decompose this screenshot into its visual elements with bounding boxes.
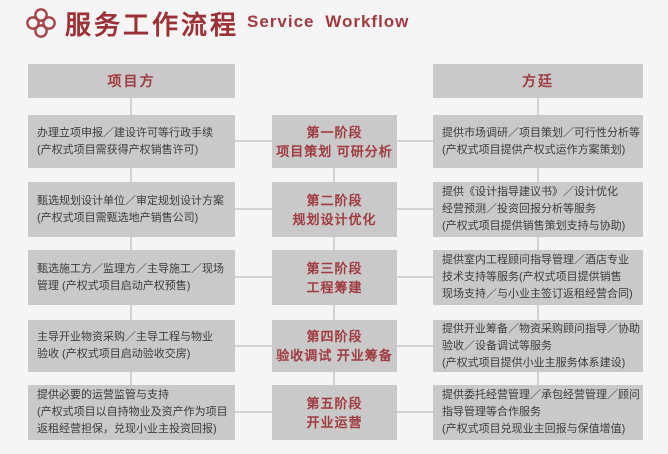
right-column-header: 方廷	[433, 64, 643, 98]
connector-line	[333, 305, 335, 320]
right-step-3-text: 提供室内工程顾问指导管理／酒店专业 技术支持等服务(产权式项目提供销售 现场支持…	[442, 254, 633, 300]
connector-line	[130, 237, 132, 250]
right-step-1-text: 提供市场调研／项目策划／可行性分析等 (产权式项目提供产权式运作方案策划)	[442, 126, 640, 156]
left-step-3-text: 甄选施工方／监理方／主导施工／现场 管理 (产权式项目启动产权预售)	[37, 262, 224, 292]
connector-line	[537, 168, 539, 182]
knot-logo-icon	[26, 8, 56, 38]
stage-5-subtitle: 开业运营	[306, 414, 363, 430]
stage-4-title: 第四阶段	[306, 329, 363, 344]
stage-4: 第四阶段 验收调试 开业筹备	[272, 320, 397, 372]
connector-line	[333, 237, 335, 250]
left-step-4: 主导开业物资采购／主导工程与物业 验收 (产权式项目启动验收交房)	[28, 320, 235, 372]
connector-line	[130, 372, 132, 385]
stage-3-title: 第三阶段	[306, 260, 363, 276]
connector-line	[130, 168, 132, 182]
stage-2: 第二阶段 规划设计优化	[272, 182, 397, 237]
connector-line	[235, 345, 272, 347]
connector-line	[537, 305, 539, 320]
stage-5: 第五阶段 开业运营	[272, 385, 397, 440]
left-step-1-text: 办理立项申报／建设许可等行政手续 (产权式项目需获得产权销售许可)	[37, 126, 213, 156]
right-step-5: 提供委托经营管理／承包经营管理／顾问 指导管理等合作服务 (产权式项目兑现业主回…	[433, 385, 643, 440]
stage-1-title: 第一阶段	[306, 124, 363, 140]
right-step-4-text: 提供开业筹备／物资采购顾问指导／协助 验收／设备调试等服务 (产权式项目提供小业…	[442, 322, 640, 369]
left-step-2-text: 甄选规划设计单位／审定规划设计方案 (产权式项目需甄选地产销售公司)	[37, 194, 224, 224]
connector-line	[397, 345, 433, 347]
left-step-5-text: 提供必要的运营监管与支持 (产权式项目以自持物业及资产作为项目 返租经营担保，兑…	[37, 389, 228, 435]
connector-line	[235, 411, 272, 413]
connector-line	[235, 140, 272, 142]
left-step-1: 办理立项申报／建设许可等行政手续 (产权式项目需获得产权销售许可)	[28, 115, 235, 168]
connector-line	[130, 98, 132, 115]
left-step-4-text: 主导开业物资采购／主导工程与物业 验收 (产权式项目启动验收交房)	[37, 331, 213, 360]
connector-line	[397, 140, 433, 142]
right-step-1: 提供市场调研／项目策划／可行性分析等 (产权式项目提供产权式运作方案策划)	[433, 115, 643, 168]
stage-2-title: 第二阶段	[306, 192, 363, 208]
stage-5-title: 第五阶段	[306, 395, 363, 411]
stage-1-subtitle: 项目策划 可研分析	[276, 143, 393, 159]
left-step-5: 提供必要的运营监管与支持 (产权式项目以自持物业及资产作为项目 返租经营担保，兑…	[28, 385, 235, 440]
left-step-3: 甄选施工方／监理方／主导施工／现场 管理 (产权式项目启动产权预售)	[28, 250, 235, 305]
left-column-header: 项目方	[28, 64, 235, 98]
connector-line	[537, 98, 539, 115]
page-subtitle: Service Workflow	[247, 12, 410, 31]
connector-line	[397, 411, 433, 413]
connector-line	[397, 208, 433, 210]
connector-line	[397, 276, 433, 278]
stage-3-subtitle: 工程筹建	[306, 279, 363, 295]
right-step-4: 提供开业筹备／物资采购顾问指导／协助 验收／设备调试等服务 (产权式项目提供小业…	[433, 320, 643, 372]
stage-4-subtitle: 验收调试 开业筹备	[276, 348, 393, 363]
stage-1: 第一阶段 项目策划 可研分析	[272, 115, 397, 168]
connector-line	[235, 276, 272, 278]
connector-line	[130, 305, 132, 320]
connector-line	[235, 208, 272, 210]
connector-line	[333, 372, 335, 385]
right-step-5-text: 提供委托经营管理／承包经营管理／顾问 指导管理等合作服务 (产权式项目兑现业主回…	[442, 389, 640, 435]
stage-2-subtitle: 规划设计优化	[292, 211, 377, 227]
stage-3: 第三阶段 工程筹建	[272, 250, 397, 305]
right-step-2-text: 提供《设计指导建议书》／设计优化 经营预测／投资回报分析等服务 (产权式项目提供…	[442, 186, 626, 232]
page-title: 服务工作流程	[65, 10, 240, 40]
right-step-2: 提供《设计指导建议书》／设计优化 经营预测／投资回报分析等服务 (产权式项目提供…	[433, 182, 643, 237]
right-step-3: 提供室内工程顾问指导管理／酒店专业 技术支持等服务(产权式项目提供销售 现场支持…	[433, 250, 643, 305]
connector-line	[537, 237, 539, 250]
connector-line	[333, 168, 335, 182]
left-step-2: 甄选规划设计单位／审定规划设计方案 (产权式项目需甄选地产销售公司)	[28, 182, 235, 237]
connector-line	[537, 372, 539, 385]
